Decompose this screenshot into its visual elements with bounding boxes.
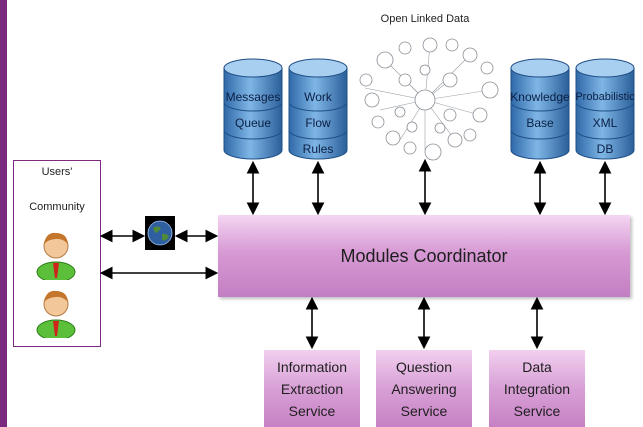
modules-coordinator: Modules Coordinator bbox=[218, 215, 630, 297]
internet-globe bbox=[145, 216, 175, 250]
service-label: Information bbox=[276, 359, 348, 375]
database-label: Probabilistic bbox=[575, 91, 635, 103]
left-accent-bar bbox=[0, 0, 7, 427]
service-label: Service bbox=[513, 403, 561, 419]
service-label: Extraction bbox=[280, 381, 344, 397]
question-answering-service: Question Answering Service bbox=[376, 350, 472, 427]
user-avatar-icon bbox=[36, 232, 76, 280]
database-label: Base bbox=[526, 116, 554, 130]
workflow-rules-database: Work Flow Rules bbox=[287, 58, 349, 162]
database-label: DB bbox=[596, 142, 614, 156]
probabilistic-xml-database: Probabilistic XML DB bbox=[574, 58, 636, 162]
user-avatar-icon bbox=[36, 290, 76, 338]
modules-coordinator-label: Modules Coordinator bbox=[340, 245, 508, 266]
service-label: Data bbox=[522, 359, 552, 375]
globe-icon bbox=[147, 220, 173, 246]
data-integration-service: Data Integration Service bbox=[489, 350, 585, 427]
open-linked-data-title: Open Linked Data bbox=[380, 13, 470, 25]
messages-queue-database: Messages Queue bbox=[222, 58, 284, 162]
knowledge-base-database: Knowledge Base bbox=[509, 58, 571, 162]
database-label: Knowledge bbox=[510, 90, 570, 104]
database-label: Rules bbox=[302, 142, 334, 156]
database-label: Messages bbox=[225, 90, 281, 104]
database-cylinder-icon bbox=[510, 58, 570, 160]
information-extraction-service: Information Extraction Service bbox=[264, 350, 360, 427]
users-label: Users' bbox=[41, 166, 73, 178]
database-cylinder-icon bbox=[575, 58, 635, 160]
database-label: XML bbox=[592, 116, 618, 130]
database-label: Flow bbox=[305, 116, 331, 130]
database-cylinder-icon bbox=[223, 58, 283, 160]
service-label: Answering bbox=[391, 381, 457, 397]
database-label: Work bbox=[304, 90, 332, 104]
service-label: Service bbox=[288, 403, 336, 419]
database-cylinder-icon bbox=[288, 58, 348, 160]
service-label: Question bbox=[395, 359, 453, 375]
community-label: Community bbox=[29, 201, 85, 213]
service-label: Service bbox=[400, 403, 448, 419]
database-label: Queue bbox=[234, 116, 272, 130]
service-label: Integration bbox=[503, 381, 571, 397]
